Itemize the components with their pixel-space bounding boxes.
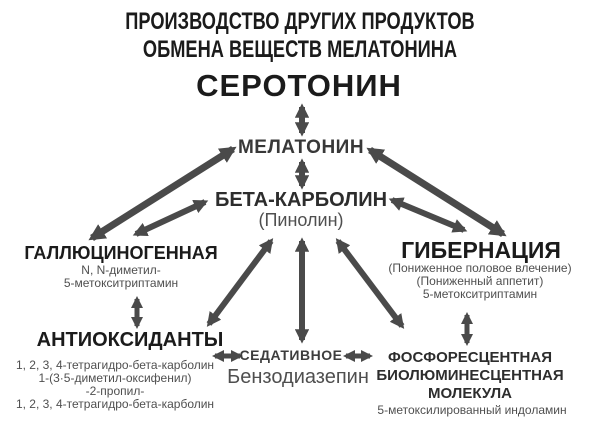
hibernation-sub-line-1: (Пониженное половое влечение) <box>388 261 572 275</box>
node-serotonin: СЕРОТОНИН <box>196 68 402 103</box>
node-melatonin: МЕЛАТОНИН <box>237 137 365 158</box>
diagram-title-line-1: ПРОИЗВОДСТВО ДРУГИХ ПРОДУКТОВ <box>70 8 530 36</box>
node-antioxidants: АНТИОКСИДАНТЫ <box>36 329 224 351</box>
antioxidants-sub-line-1: 1, 2, 3, 4-тетрагидро-бета-карболин <box>15 358 215 372</box>
antioxidants-sub-line-4: 1, 2, 3, 4-тетрагидро-бета-карболин <box>15 397 215 411</box>
phosphorescent-line-3: МОЛЕКУЛА <box>428 385 512 402</box>
phosphorescent-line-1: ФОСФОРЕСЦЕНТНАЯ <box>387 349 553 366</box>
arrow-melatonin-hallucinogenic <box>88 146 237 241</box>
hibernation-sub-line-3: 5-метокситриптамин <box>422 287 538 301</box>
node-hibernation-subtext: (Пониженное половое влечение) (Пониженны… <box>388 262 571 301</box>
hibernation-sub-line-2: (Пониженный аппетит) <box>416 274 544 288</box>
diagram-title-line-1-text: ПРОИЗВОДСТВО ДРУГИХ ПРОДУКТОВ <box>125 8 475 35</box>
node-hallucinogenic-subtext: N, N-диметил- 5-метокситриптамин <box>64 264 178 290</box>
node-antioxidants-subtext: 1, 2, 3, 4-тетрагидро-бета-карболин 1-(3… <box>16 359 214 411</box>
arrow-pinoline-antioxidants <box>206 238 274 327</box>
node-hibernation: ГИБЕРНАЦИЯ <box>401 237 561 263</box>
phosphorescent-line-2: БИОЛЮМИНЕСЦЕНТНАЯ <box>376 367 564 384</box>
antioxidants-sub-line-3: -2-пропил- <box>85 384 145 398</box>
phosphorescent-sub-line-1: 5-метоксилированный индоламин <box>377 403 567 417</box>
arrow-betacarboline-hallucinogenic <box>132 199 209 237</box>
node-phosphorescent-subtext: 5-метоксилированный индоламин <box>377 404 566 417</box>
diagram-title-line-2: ОБМЕНА ВЕЩЕСТВ МЕЛАТОНИНА <box>93 36 506 64</box>
hallucinogenic-sub-line-2: 5-метокситриптамин <box>63 276 179 290</box>
arrow-melatonin-hibernation <box>366 147 507 237</box>
node-hallucinogenic: ГАЛЛЮЦИНОГЕННАЯ <box>24 243 218 263</box>
node-beta-carboline-alt: (Пинолин) <box>258 210 344 230</box>
node-benzodiazepine: Бензодиазепин <box>227 366 369 388</box>
node-sedative: СЕДАТИВНОЕ <box>239 347 343 363</box>
arrow-betacarboline-hibernation <box>388 197 468 233</box>
node-phosphorescent: ФОСФОРЕСЦЕНТНАЯ БИОЛЮМИНЕСЦЕНТНАЯ МОЛЕКУ… <box>376 349 563 403</box>
node-beta-carboline: БЕТА-КАРБОЛИН <box>214 189 388 211</box>
hallucinogenic-sub-line-1: N, N-диметил- <box>81 263 161 277</box>
arrow-pinoline-phosphorescent <box>335 238 405 329</box>
diagram-title-line-2-text: ОБМЕНА ВЕЩЕСТВ МЕЛАТОНИНА <box>142 36 458 63</box>
antioxidants-sub-line-2: 1-(3·5-диметил-оксифенил) <box>38 371 192 385</box>
